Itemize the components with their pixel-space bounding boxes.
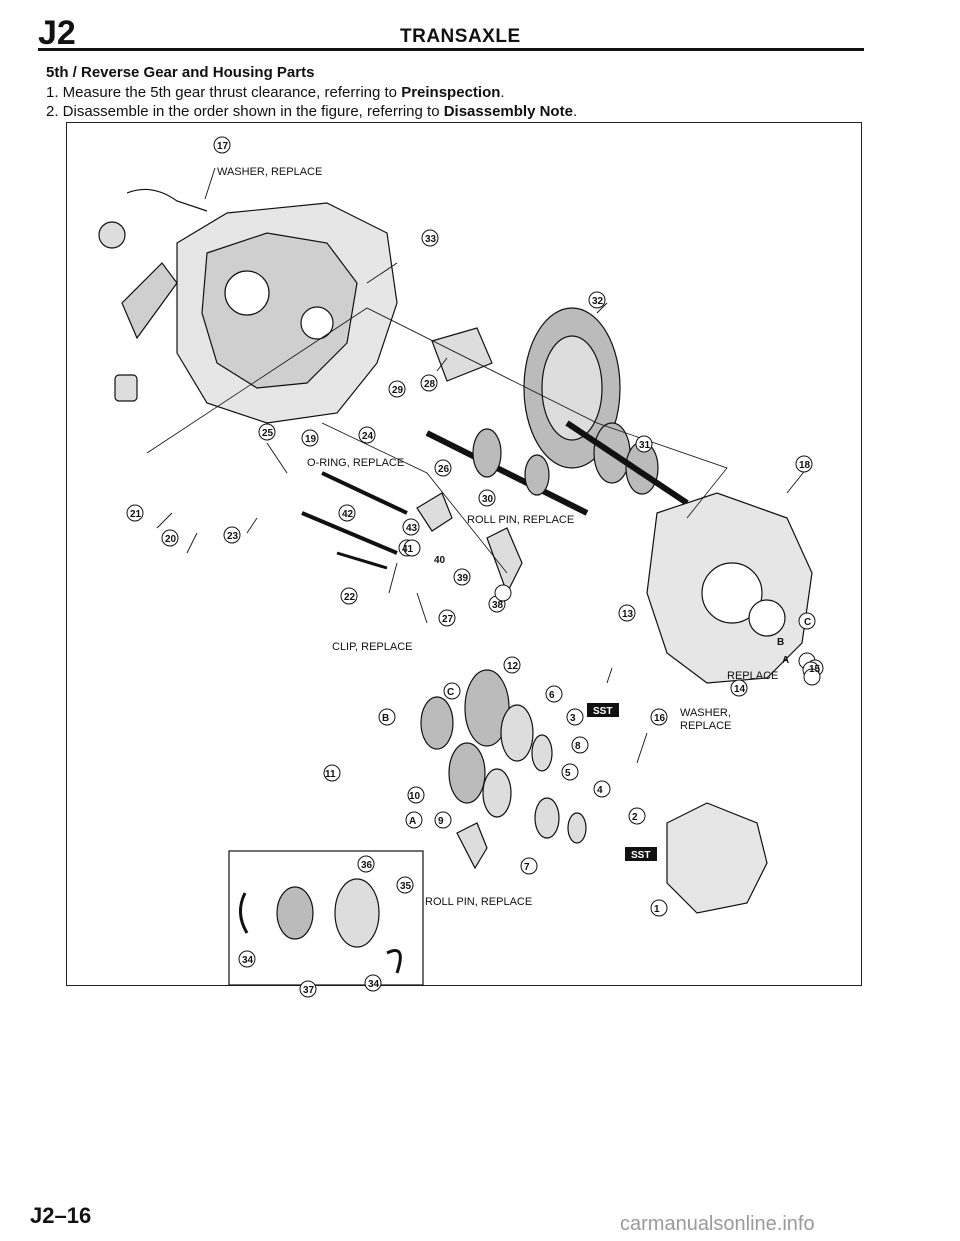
- synchronizer-inset: [228, 850, 424, 986]
- callout-13: 13: [622, 609, 634, 620]
- callout-32: 32: [592, 296, 604, 307]
- step-2: 2. Disassemble in the order shown in the…: [46, 103, 578, 120]
- callout-38: 38: [492, 600, 504, 611]
- step-1-ref[interactable]: Preinspection: [401, 84, 501, 101]
- callout-3: 3: [570, 713, 576, 724]
- callout-27: 27: [442, 614, 454, 625]
- callout-26: 26: [438, 464, 450, 475]
- callout-41: 41: [402, 544, 414, 555]
- step-2-ref[interactable]: Disassembly Note: [443, 103, 573, 120]
- page-title: TRANSAXLE: [400, 26, 521, 47]
- callout-6: 6: [549, 690, 555, 701]
- callout-10: 10: [409, 791, 421, 802]
- sst-badge-1: [587, 703, 619, 717]
- callout-33: 33: [425, 234, 437, 245]
- callout-12: 12: [507, 661, 519, 672]
- callout-C: C: [804, 617, 811, 628]
- header-rule: [38, 48, 864, 51]
- exploded-view-drawing: WASHER, REPLACE O-RING, REPLACE ROLL PIN…: [98, 136, 824, 998]
- callout-A-top: A: [782, 655, 789, 666]
- callout-39: 39: [457, 573, 469, 584]
- label-roll-pin-replace-1: ROLL PIN, REPLACE: [467, 514, 574, 526]
- exploded-view-figure: WASHER, REPLACE O-RING, REPLACE ROLL PIN…: [66, 122, 862, 998]
- label-replace-2: REPLACE: [680, 720, 731, 732]
- label-roll-pin-replace-2: ROLL PIN, REPLACE: [425, 896, 532, 908]
- sst-label-1: SST: [593, 706, 612, 717]
- callout-17: 17: [217, 141, 229, 152]
- callout-11: 11: [325, 769, 336, 780]
- callout-22: 22: [344, 592, 356, 603]
- callout-43: 43: [406, 523, 418, 534]
- callout-35: 35: [400, 881, 412, 892]
- callout-21: 21: [130, 509, 142, 520]
- callout-2: 2: [632, 812, 638, 823]
- callout-29: 29: [392, 385, 404, 396]
- page-number: J2–16: [30, 1203, 92, 1228]
- callout-34: 34: [242, 955, 254, 966]
- callout-7: 7: [524, 862, 530, 873]
- callout-A-2: A: [409, 816, 416, 827]
- callout-25: 25: [262, 428, 274, 439]
- label-clip-replace: CLIP, REPLACE: [332, 641, 413, 653]
- callout-19: 19: [305, 434, 317, 445]
- callout-34-2: 34: [368, 979, 380, 990]
- callout-B: B: [777, 637, 784, 648]
- section-title: 5th / Reverse Gear and Housing Parts: [46, 64, 315, 81]
- callout-C-2: C: [447, 687, 454, 698]
- callout-28: 28: [424, 379, 436, 390]
- callout-16: 16: [654, 713, 666, 724]
- callout-31: 31: [639, 440, 651, 451]
- label-o-ring-replace: O-RING, REPLACE: [307, 457, 404, 469]
- callout-15: 15: [809, 664, 821, 675]
- label-washer: WASHER,: [680, 707, 731, 719]
- callout-14: 14: [734, 684, 746, 695]
- release-fork: [121, 262, 178, 340]
- callout-20: 20: [165, 534, 177, 545]
- callout-23: 23: [227, 531, 239, 542]
- callout-1: 1: [654, 904, 660, 915]
- watermark: carmanualsonline.info: [620, 1213, 815, 1235]
- callout-18: 18: [799, 460, 811, 471]
- callout-B-2: B: [382, 713, 389, 724]
- callout-37: 37: [303, 985, 315, 996]
- callout-36: 36: [361, 860, 373, 871]
- callout-5: 5: [565, 768, 571, 779]
- callout-40: 40: [434, 555, 446, 566]
- rear-cover: [666, 802, 768, 914]
- sst-badge-2: [625, 847, 657, 861]
- callout-42: 42: [342, 509, 354, 520]
- label-replace: REPLACE: [727, 670, 778, 682]
- sst-label-2: SST: [631, 850, 650, 861]
- callout-8: 8: [575, 741, 581, 752]
- step-1: 1. Measure the 5th gear thrust clearance…: [46, 84, 505, 101]
- callout-30: 30: [482, 494, 494, 505]
- section-code: J2: [38, 14, 76, 52]
- callout-4: 4: [597, 785, 603, 796]
- callout-24: 24: [362, 431, 374, 442]
- label-washer-replace: WASHER, REPLACE: [217, 166, 322, 178]
- callout-9: 9: [438, 816, 444, 827]
- mainshaft: [425, 430, 589, 516]
